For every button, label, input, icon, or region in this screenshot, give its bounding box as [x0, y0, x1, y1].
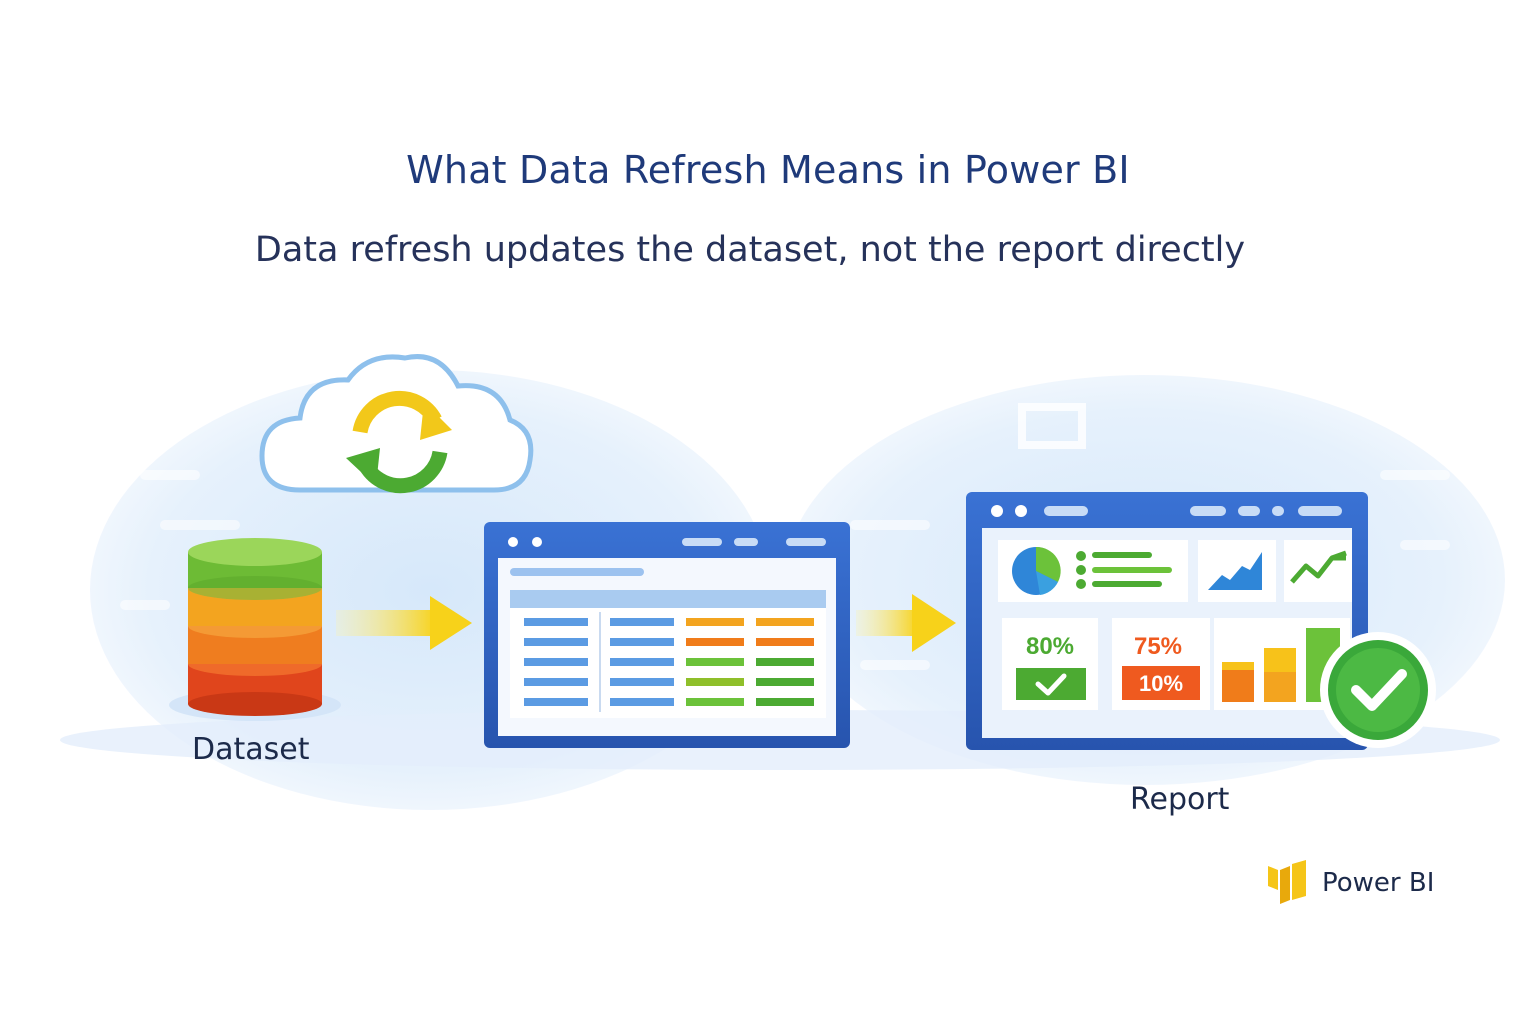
kpi-80-value: 80%: [1026, 633, 1074, 660]
kpi-75-value: 75%: [1134, 633, 1182, 660]
table-cell-bar: [756, 678, 814, 686]
dataset-table-window: [484, 522, 850, 748]
table-cell-bar: [756, 638, 814, 646]
table-cell-bar: [524, 678, 588, 686]
table-cell-bar: [524, 638, 588, 646]
report-label: Report: [1130, 782, 1229, 817]
table-cell-bar: [610, 698, 674, 706]
dataset-label: Dataset: [192, 732, 309, 767]
power-bi-logo-icon: [1266, 860, 1310, 906]
table-cell-bar: [524, 698, 588, 706]
table-cell-bar: [756, 698, 814, 706]
table-cell-bar: [610, 638, 674, 646]
success-check-icon: [1320, 632, 1436, 748]
table-cell-bar: [524, 618, 588, 626]
table-cell-bar: [756, 658, 814, 666]
kpi-10-badge: 10%: [1139, 671, 1183, 696]
table-cell-bar: [686, 618, 744, 626]
brand-footer: Power BI: [1266, 860, 1434, 906]
table-cell-bar: [756, 618, 814, 626]
table-cell-bar: [686, 678, 744, 686]
dataset-database-icon: [169, 538, 341, 721]
report-window: 80% 75% 10%: [966, 492, 1368, 750]
table-cell-bar: [610, 658, 674, 666]
pie-chart-icon: [1012, 547, 1061, 595]
table-cell-bar: [610, 618, 674, 626]
table-cell-bar: [524, 658, 588, 666]
table-cell-bar: [686, 638, 744, 646]
table-cell-bar: [686, 698, 744, 706]
table-cell-bar: [686, 658, 744, 666]
table-cell-bar: [610, 678, 674, 686]
brand-name: Power BI: [1322, 868, 1434, 898]
